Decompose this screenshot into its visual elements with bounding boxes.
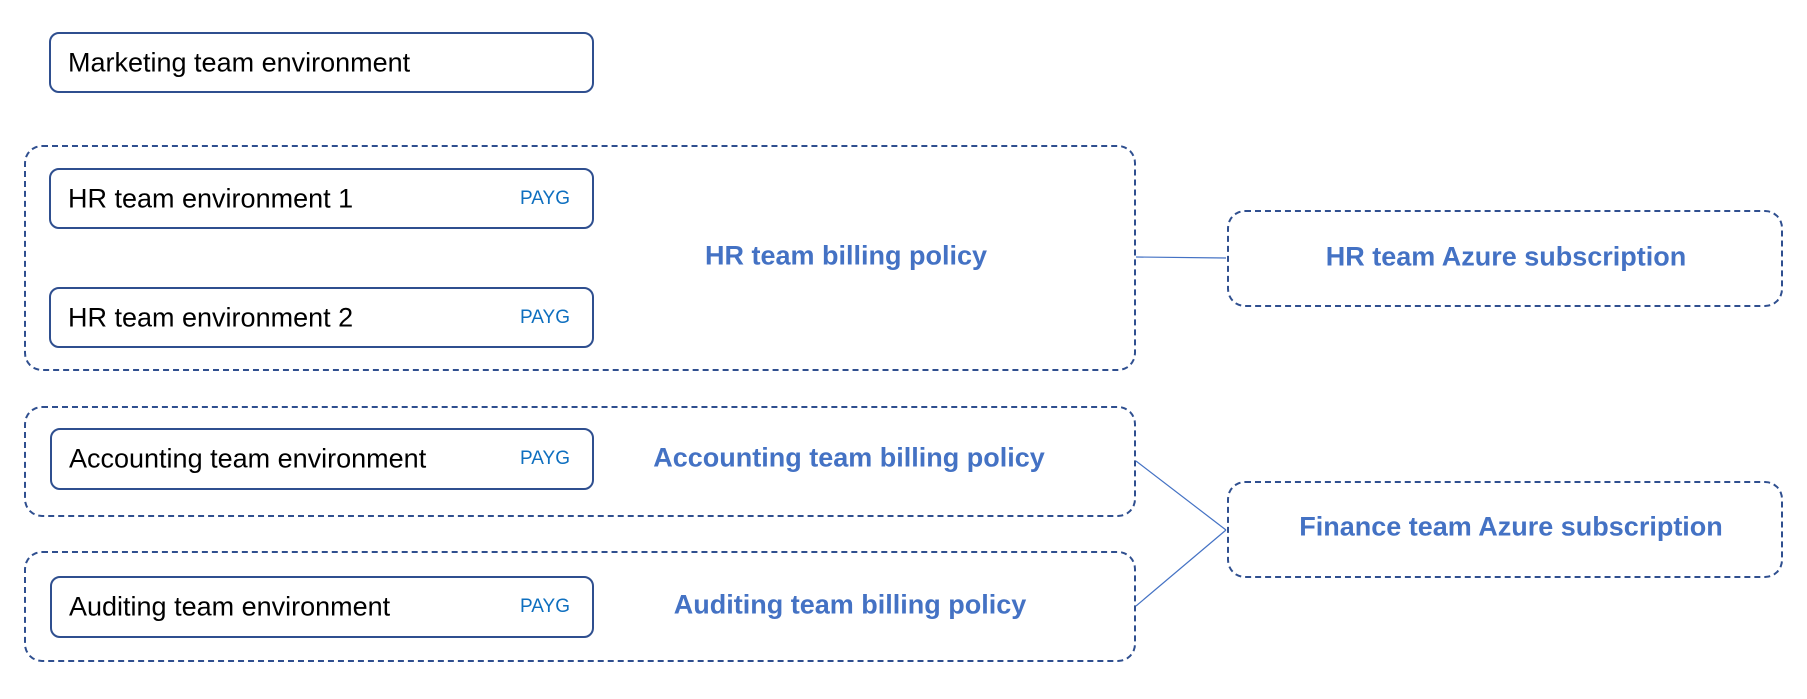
hr-subscription-container bbox=[1227, 210, 1783, 307]
marketing-environment[interactable]: Marketing team environment bbox=[49, 32, 594, 93]
environment-label: Marketing team environment bbox=[68, 47, 411, 77]
connector-auditing-policy-to-finance-subscription bbox=[1135, 529, 1227, 607]
hr-billing-policy-label: HR team billing policy bbox=[704, 240, 988, 271]
accounting-environment[interactable]: Accounting team environment PAYG bbox=[50, 428, 594, 490]
environment-label: HR team environment 2 bbox=[68, 302, 354, 332]
finance-subscription-label: Finance team Azure subscription bbox=[1299, 511, 1723, 542]
payg-tag: PAYG bbox=[520, 306, 570, 328]
hr-environment-2[interactable]: HR team environment 2 PAYG bbox=[49, 287, 594, 348]
auditing-billing-policy-container bbox=[24, 551, 1136, 662]
environment-label: HR team environment 1 bbox=[68, 183, 354, 213]
accounting-billing-policy-container bbox=[24, 406, 1136, 517]
payg-tag: PAYG bbox=[520, 596, 570, 617]
hr-environment-1[interactable]: HR team environment 1 PAYG bbox=[49, 168, 594, 229]
connector-hr-policy-to-hr-subscription bbox=[1135, 256, 1227, 259]
accounting-billing-policy-label: Accounting team billing policy bbox=[653, 442, 1045, 473]
connector-accounting-policy-to-finance-subscription bbox=[1135, 460, 1227, 531]
finance-subscription-container bbox=[1227, 481, 1783, 578]
hr-billing-policy-container bbox=[24, 145, 1136, 371]
payg-tag: PAYG bbox=[520, 448, 570, 469]
environment-label: Accounting team environment bbox=[69, 443, 427, 474]
auditing-billing-policy-label: Auditing team billing policy bbox=[673, 589, 1027, 620]
payg-tag: PAYG bbox=[520, 187, 570, 209]
hr-subscription-label: HR team Azure subscription bbox=[1325, 241, 1687, 272]
environment-label: Auditing team environment bbox=[69, 591, 391, 622]
auditing-environment[interactable]: Auditing team environment PAYG bbox=[50, 576, 594, 638]
